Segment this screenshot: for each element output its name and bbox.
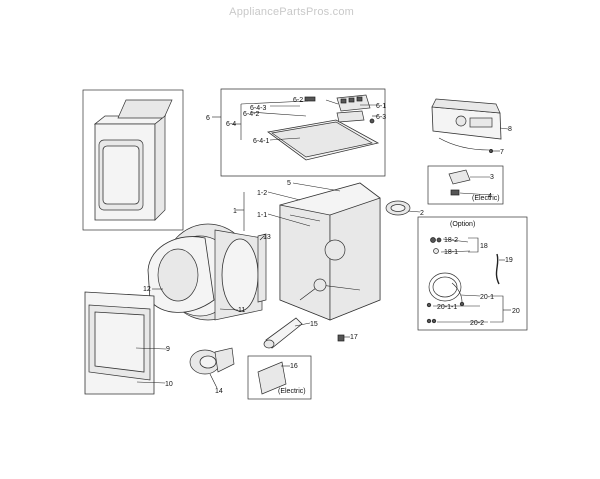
electric-label-bottom: (Electric) [278, 388, 306, 395]
leader-lines [135, 99, 511, 389]
knob [304, 96, 316, 102]
callout-20-1: 20-1 [480, 294, 494, 301]
callout-6-3: 6-3 [376, 114, 386, 121]
electric-box-frame [427, 165, 504, 205]
callout-18-2: 18-2 [444, 237, 458, 244]
callout-6-4: 6-4 [226, 121, 236, 128]
callout-labels: 6 6-4 6-4-3 6-4-2 6-4-1 6-2 6-1 6-3 8 7 … [143, 97, 520, 395]
electric-terminal-box: (Electric) [427, 165, 504, 205]
callout-6-2: 6-2 [293, 97, 303, 104]
callout-12: 12 [143, 286, 151, 293]
option-parts-box: (Option) [417, 216, 528, 331]
callout-6-4-1: 6-4-1 [253, 138, 269, 145]
option-box-frame [417, 216, 528, 331]
callout-20-1-1: 20-1-1 [437, 304, 457, 311]
callout-15: 15 [310, 321, 318, 328]
callout-1-2: 1-2 [257, 190, 267, 197]
top-cover-group-frame [220, 88, 386, 177]
callout-16: 16 [290, 363, 298, 370]
motor-blower [189, 347, 235, 375]
callout-7: 7 [500, 149, 504, 156]
door-assembly [84, 291, 155, 395]
callout-1: 1 [233, 208, 237, 215]
callout-18: 18 [480, 243, 488, 250]
callout-4: 4 [488, 193, 492, 200]
callout-6-4-3: 6-4-3 [250, 105, 266, 112]
callout-20: 20 [512, 308, 520, 315]
callout-8: 8 [508, 126, 512, 133]
callout-6-4-2: 6-4-2 [243, 111, 259, 118]
callout-1-1: 1-1 [257, 212, 267, 219]
callout-19: 19 [505, 257, 513, 264]
belt [385, 200, 411, 216]
lint-filter [257, 233, 267, 303]
pcb-assy [336, 110, 365, 123]
callout-17: 17 [350, 334, 358, 341]
leveling-leg [337, 334, 345, 342]
electric-label-top: (Electric) [472, 195, 500, 202]
watermark: AppliancePartsPros.com [229, 6, 354, 18]
callout-14: 14 [215, 388, 223, 395]
callout-20-2: 20-2 [470, 320, 484, 327]
assembled-dryer-inset [82, 89, 184, 231]
inset-frame [82, 89, 184, 231]
screw [369, 118, 375, 124]
callout-3: 3 [490, 174, 494, 181]
callout-9: 9 [166, 346, 170, 353]
callout-13: 13 [263, 234, 271, 241]
electric-heater-frame [247, 355, 312, 400]
callout-5: 5 [287, 180, 291, 187]
callout-6: 6 [206, 115, 210, 122]
heater-assy: (Electric) [247, 355, 312, 400]
top-cover-group [220, 88, 386, 177]
callout-2: 2 [420, 210, 424, 217]
callout-6-1: 6-1 [376, 103, 386, 110]
front-frame [147, 236, 215, 313]
heater-duct [263, 317, 303, 349]
callout-10: 10 [165, 381, 173, 388]
callout-11: 11 [238, 307, 245, 314]
callout-18-1: 18-1 [444, 249, 458, 256]
cabinet [279, 182, 381, 321]
control-panel [431, 98, 502, 153]
option-label: (Option) [450, 221, 475, 228]
